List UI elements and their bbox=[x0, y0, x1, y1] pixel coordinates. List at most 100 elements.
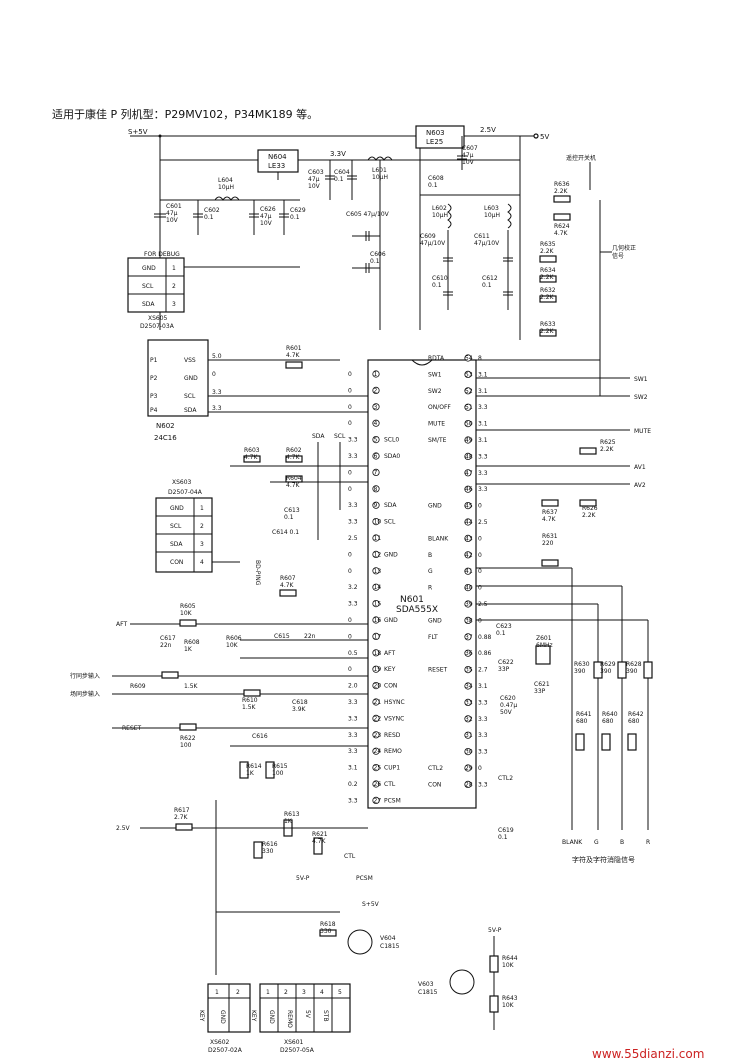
svg-text:SDA: SDA bbox=[142, 301, 155, 308]
pin-name: SCL0 bbox=[384, 437, 399, 444]
pin-number: 47 bbox=[465, 470, 473, 477]
pin-number: 45 bbox=[465, 503, 473, 510]
pin-number: 25 bbox=[374, 765, 382, 772]
debug-part: D2507-03A bbox=[140, 323, 175, 330]
pin-name: SDA bbox=[384, 502, 397, 509]
svg-text:SCL: SCL bbox=[170, 523, 182, 530]
pin-number: 7 bbox=[374, 469, 378, 476]
pin-name: SW1 bbox=[428, 371, 442, 378]
pin-voltage: 3.3 bbox=[348, 732, 358, 739]
svg-text:GND: GND bbox=[142, 265, 156, 272]
xs601-part: D2507-05A bbox=[280, 1047, 315, 1054]
pin-number: 42 bbox=[465, 552, 473, 559]
svg-text:KEY: KEY bbox=[250, 1010, 257, 1022]
ic-part: SDA555X bbox=[396, 605, 438, 615]
pin-number: 19 bbox=[374, 666, 382, 673]
av1-label: AV1 bbox=[634, 464, 646, 471]
pin-number: 20 bbox=[374, 683, 382, 690]
ic-pin-right: 3.331 bbox=[464, 731, 488, 739]
xs603-ref: XS603 bbox=[172, 479, 192, 486]
pin-number: 31 bbox=[465, 732, 473, 739]
pin-name: SW2 bbox=[428, 388, 442, 395]
remote-switch-label: 遥控开关机 bbox=[566, 154, 596, 162]
regulator-n604: N604 LE33 bbox=[257, 149, 299, 180]
v5-label: 5V bbox=[540, 133, 549, 141]
pin-voltage: 0 bbox=[478, 568, 482, 575]
ctl-label: CTL bbox=[344, 853, 356, 860]
pin-voltage: 0 bbox=[478, 503, 482, 510]
ic-pin-right: 3.330 bbox=[464, 747, 488, 756]
svg-text:P3: P3 bbox=[150, 393, 158, 400]
ic-pin-right: 3.346 bbox=[464, 485, 488, 493]
C616-label: C616 bbox=[252, 733, 268, 740]
C605-label: C605 47μ/10V bbox=[346, 211, 390, 218]
debug-ref: XS605 bbox=[148, 315, 168, 322]
v604-ref: V604 bbox=[380, 935, 396, 942]
svg-text:2: 2 bbox=[200, 523, 204, 530]
v604-part: C1815 bbox=[380, 943, 400, 950]
pin-name: SCL bbox=[384, 519, 396, 526]
pin-name: CUP1 bbox=[384, 765, 400, 772]
pin-name: MUTE bbox=[428, 421, 445, 428]
r-label: R bbox=[646, 839, 650, 846]
scl-label: SCL bbox=[334, 433, 346, 440]
pin-name: B bbox=[428, 552, 432, 559]
pin-voltage: 0 bbox=[348, 666, 352, 673]
pin-name: CON bbox=[428, 781, 441, 788]
svg-text:1: 1 bbox=[172, 265, 176, 272]
pin-voltage: 0 bbox=[348, 404, 352, 411]
pin-voltage: 3.1 bbox=[478, 388, 488, 395]
debug-connector-xs605: FOR DEBUG GND SCL SDA 1 2 3 XS605 D2507-… bbox=[127, 251, 300, 330]
svg-text:KEY: KEY bbox=[198, 1010, 205, 1022]
eeprom-ref: N602 bbox=[156, 422, 175, 430]
eeprom-n602: P1 P2 P3 P4 VSS GND SCL SDA 5.0 0 3.3 3.… bbox=[147, 339, 380, 442]
xs601-ref: XS601 bbox=[284, 1039, 304, 1046]
pin-voltage: 3.3 bbox=[348, 699, 358, 706]
svg-text:1: 1 bbox=[215, 989, 219, 996]
svg-text:3: 3 bbox=[200, 541, 204, 548]
ic-right-pins: 854RDTA3.153SW13.152SW23.351ON/OFF3.150M… bbox=[428, 354, 492, 788]
pin-number: 44 bbox=[465, 519, 473, 526]
pin-name: GND bbox=[384, 551, 398, 558]
pin-number: 15 bbox=[374, 601, 382, 608]
pin-number: 24 bbox=[374, 748, 382, 755]
svg-text:CON: CON bbox=[170, 559, 183, 566]
pin-voltage: 0 bbox=[348, 633, 352, 640]
sw2-label: SW2 bbox=[634, 394, 648, 401]
pin-number: 40 bbox=[465, 585, 473, 592]
pin-name: R bbox=[428, 585, 432, 592]
header-title: 适用于康佳 P 列机型：P29MV102，P34MK189 等。 bbox=[52, 107, 318, 121]
v2_5b-label: 2.5V bbox=[116, 825, 131, 832]
pin-voltage: 2.5 bbox=[348, 535, 358, 542]
pin-name: PCSM bbox=[384, 797, 401, 804]
